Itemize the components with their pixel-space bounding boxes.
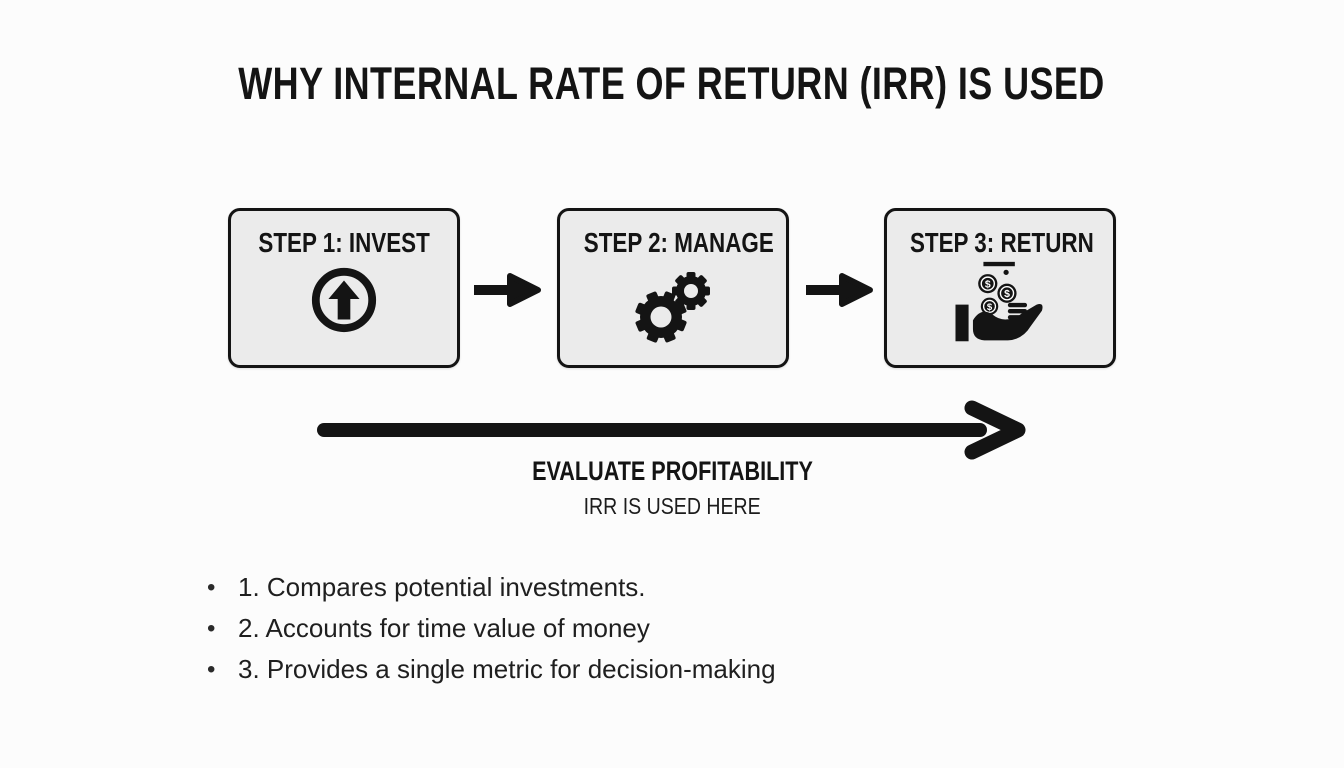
svg-text:$: $ (1004, 289, 1010, 300)
gears-icon (560, 265, 786, 345)
list-item: • 1. Compares potential investments. (207, 567, 776, 608)
step-box-return: STEP 3: RETURN $ $ $ (884, 208, 1116, 368)
arrow-right-icon (804, 269, 878, 311)
page-title: WHY INTERNAL RATE OF RETURN (IRR) IS USE… (0, 58, 1344, 110)
bullet-list: • 1. Compares potential investments. • 2… (207, 567, 776, 690)
page-title-text: WHY INTERNAL RATE OF RETURN (IRR) IS USE… (238, 58, 1106, 109)
bullet-text: 2. Accounts for time value of money (238, 613, 650, 643)
step-box-invest: STEP 1: INVEST (228, 208, 460, 368)
svg-text:$: $ (985, 280, 991, 291)
timeline-sublabel: IRR IS USED HERE (583, 493, 761, 519)
timeline-arrow-icon (312, 399, 1034, 461)
step-label: STEP 1: INVEST (258, 227, 430, 258)
arrow-up-circle-icon (231, 265, 457, 335)
timeline-label: EVALUATE PROFITABILITY (531, 456, 813, 486)
bullet-dot: • (207, 574, 216, 601)
bullet-dot: • (207, 615, 216, 642)
svg-text:$: $ (987, 302, 993, 313)
bullet-text: 3. Provides a single metric for decision… (238, 654, 776, 684)
step-label: STEP 2: MANAGE (583, 227, 774, 258)
step-box-manage: STEP 2: MANAGE (557, 208, 789, 368)
hand-receiving-coins-icon: $ $ $ (887, 259, 1113, 345)
list-item: • 2. Accounts for time value of money (207, 608, 776, 649)
list-item: • 3. Provides a single metric for decisi… (207, 649, 776, 690)
bullet-dot: • (207, 656, 216, 683)
arrow-right-icon (472, 269, 546, 311)
bullet-text: 1. Compares potential investments. (238, 572, 646, 602)
step-label: STEP 3: RETURN (909, 227, 1094, 258)
